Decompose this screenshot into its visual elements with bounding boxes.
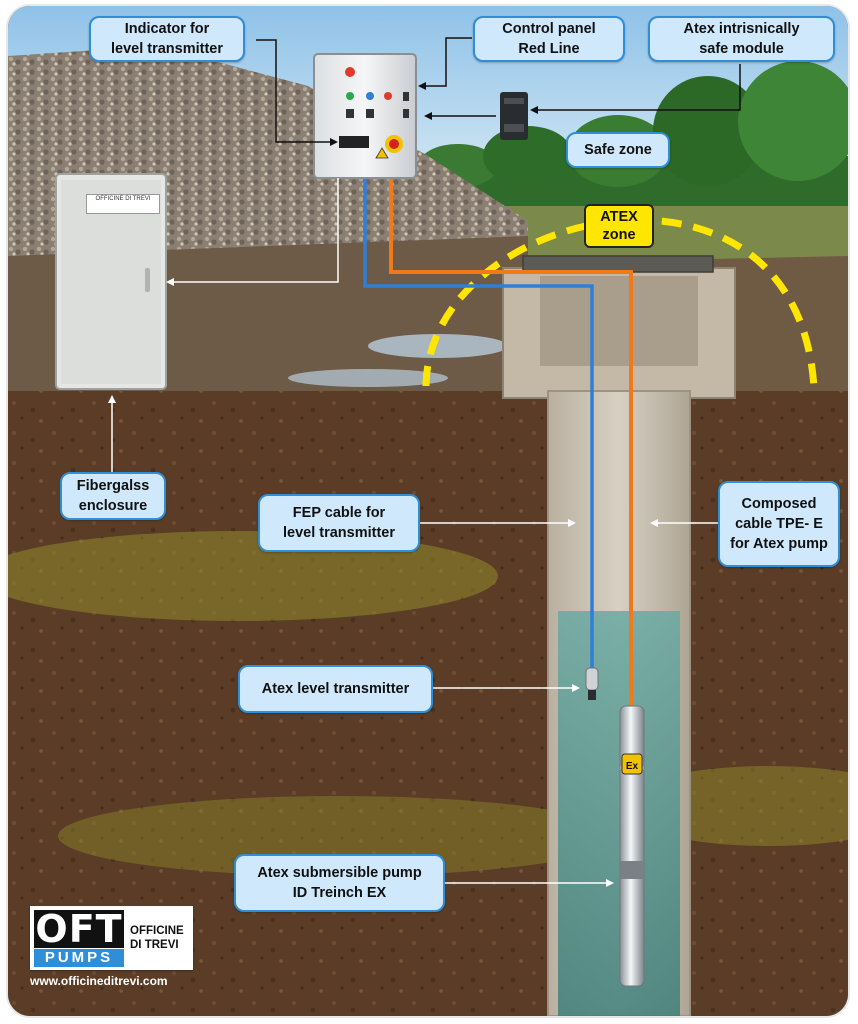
- callout-submersible-pump-line2: ID Treinch EX: [292, 885, 387, 901]
- callout-submersible-pump-line1: Atex submersible pump: [257, 865, 422, 881]
- callout-composed-cable-line2: cable TPE- E: [735, 516, 823, 532]
- atex-module-leader: [424, 64, 741, 120]
- logo-company-name: OFFICINE DI TREVI: [130, 924, 192, 952]
- callout-safe-zone-line1: Safe zone: [584, 142, 652, 158]
- callout-safe-zone: Safe zone: [566, 132, 670, 168]
- well-head: [502, 255, 736, 399]
- level-transmitter-device: [585, 667, 599, 700]
- enclosure-leader: [108, 178, 339, 472]
- transmitter-leader: [433, 684, 580, 692]
- callout-indicator: Indicator for level transmitter: [89, 16, 245, 62]
- callout-atex-module: Atex intrisnically safe module: [648, 16, 835, 62]
- callout-control-panel-line1: Control panel: [502, 21, 596, 37]
- control-panel-leader: [418, 37, 472, 90]
- atex-zone-tag-line1: ATEX: [600, 209, 638, 225]
- callout-fep-cable-line2: level transmitter: [282, 525, 396, 541]
- callout-composed-cable-line1: Composed: [741, 496, 817, 512]
- submersible-pump-device: [619, 705, 645, 987]
- atex-module: [500, 92, 528, 140]
- aquifer-layer: [8, 531, 498, 621]
- enclosure-nameplate: OFFICINE DI TREVI: [86, 194, 160, 214]
- tpe-cable: [389, 178, 633, 706]
- control-panel: [313, 53, 417, 179]
- logo-pumps-label: PUMPS: [34, 949, 124, 967]
- pump-leader: [445, 879, 614, 887]
- fep-cable: [363, 178, 594, 668]
- callout-composed-cable: Composed cable TPE- E for Atex pump: [718, 481, 840, 567]
- callout-fep-cable: FEP cable for level transmitter: [258, 494, 420, 552]
- callout-fiberglass-line2: enclosure: [78, 498, 148, 514]
- callout-indicator-line2: level transmitter: [110, 41, 224, 57]
- callout-composed-cable-line3: for Atex pump: [730, 536, 828, 552]
- fep-cable-leader: [420, 519, 576, 527]
- callout-submersible-pump: Atex submersible pump ID Treinch EX: [234, 854, 445, 912]
- puddle: [368, 334, 508, 358]
- callout-indicator-line1: Indicator for: [124, 21, 210, 37]
- callout-atex-module-line1: Atex intrisnically: [683, 21, 800, 37]
- aquifer-layer: [58, 796, 618, 876]
- fiberglass-enclosure: [55, 173, 167, 390]
- diagram-frame: Ex OFFICINE DI TREVI Indicator for level…: [8, 6, 848, 1016]
- callout-control-panel: Control panel Red Line: [473, 16, 625, 62]
- callout-fiberglass-line1: Fibergalss: [76, 478, 150, 494]
- logo-mark: OFT: [34, 907, 124, 951]
- website-link[interactable]: www.officineditrevi.com: [30, 974, 168, 988]
- composed-cable-leader: [650, 519, 718, 527]
- callout-fiberglass: Fibergalss enclosure: [60, 472, 166, 520]
- company-logo: OFT PUMPS OFFICINE DI TREVI: [30, 906, 193, 970]
- atex-zone-tag-line2: zone: [602, 227, 636, 243]
- groundwater: [558, 611, 680, 1016]
- callout-control-panel-line2: Red Line: [518, 41, 580, 57]
- logo-company-line2: DI TREVI: [130, 939, 179, 951]
- atex-zone-tag: ATEX zone: [584, 204, 654, 248]
- indicator-leader: [256, 39, 338, 146]
- callout-atex-module-line2: safe module: [699, 41, 784, 57]
- callout-level-transmitter: Atex level transmitter: [238, 665, 433, 713]
- logo-company-line1: OFFICINE: [130, 925, 184, 937]
- pump-ex-marking: Ex: [626, 761, 639, 772]
- puddle: [288, 369, 448, 387]
- callout-level-transmitter-line1: Atex level transmitter: [261, 681, 410, 697]
- callout-fep-cable-line1: FEP cable for: [292, 505, 386, 521]
